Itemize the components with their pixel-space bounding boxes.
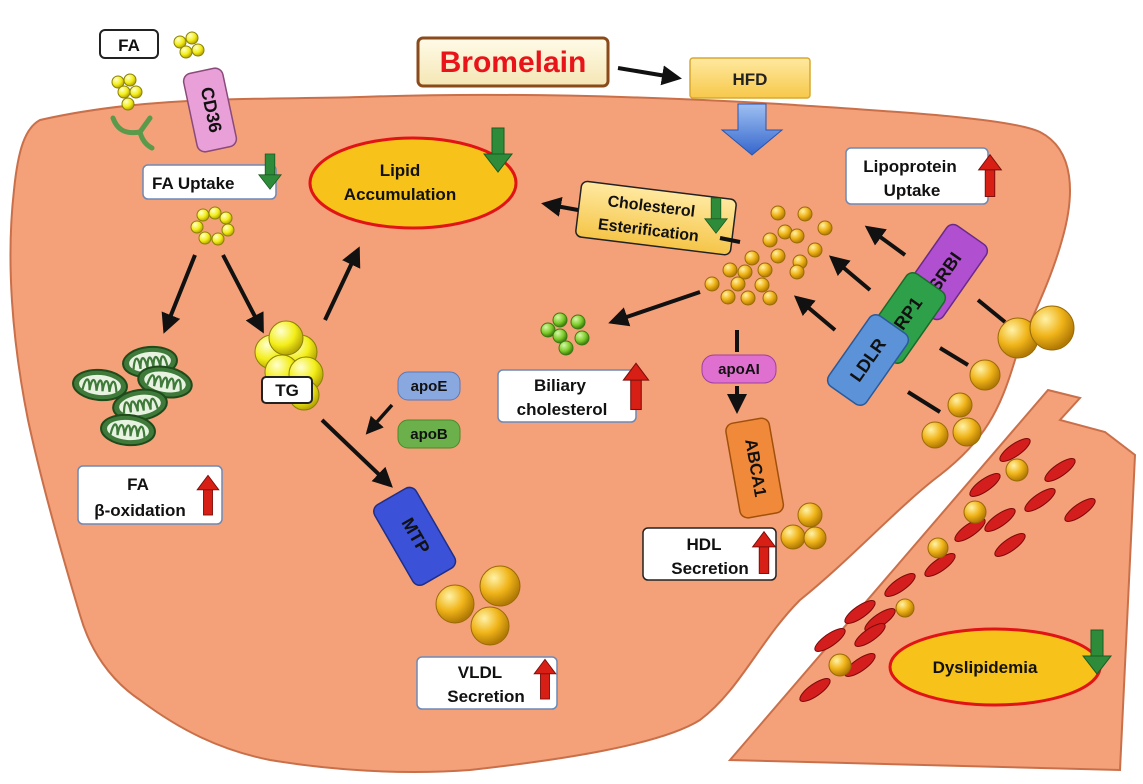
fa-uptake-label: FA Uptake — [152, 174, 235, 193]
fa-uptake-box: FA Uptake — [142, 153, 282, 200]
hdl-secretion-line1: HDL — [687, 535, 722, 554]
bromelain-box: Bromelain — [416, 36, 610, 88]
apob-label: apoB — [410, 426, 448, 443]
tg-label: TG — [275, 381, 299, 400]
lipoprotein-uptake-line1: Lipoprotein — [863, 157, 956, 176]
fa-receptor-icon — [110, 115, 155, 151]
blood-lipoproteins — [828, 458, 1029, 677]
biliary-line1: Biliary — [534, 376, 587, 395]
dyslipidemia-label: Dyslipidemia — [933, 658, 1038, 677]
hdl-secretion-line2: Secretion — [671, 559, 748, 578]
vldl-particles — [435, 565, 521, 646]
apoe-pill: apoE — [397, 371, 461, 401]
apoe-label: apoE — [411, 378, 448, 395]
mtp-transporter: MTP — [373, 486, 457, 587]
bromelain-label: Bromelain — [440, 46, 587, 79]
hfd-blue-arrow — [720, 103, 784, 156]
fatty-acid-particles — [111, 31, 205, 111]
apob-pill: apoB — [397, 419, 461, 449]
apoai-label: apoAI — [718, 361, 760, 378]
lipid-accumulation-line1: Lipid — [380, 161, 421, 180]
cd36-transporter: CD36 — [182, 67, 238, 153]
lipoprotein-uptake-line2: Uptake — [884, 181, 941, 200]
biliary-particles — [540, 312, 590, 356]
tg-box: TG — [261, 376, 313, 404]
hfd-label: HFD — [733, 70, 768, 89]
fa-oxidation-line2: β-oxidation — [94, 501, 186, 520]
biliary-cholesterol-box: Biliary cholesterol — [497, 362, 650, 423]
fa-cluster — [190, 206, 235, 246]
biliary-line2: cholesterol — [517, 400, 608, 419]
red-blood-cells — [799, 438, 1096, 702]
fa-oxidation-box: FA β-oxidation — [77, 465, 223, 525]
fa-label: FA — [118, 36, 140, 55]
hdl-particles — [780, 502, 827, 550]
lrp1-ligand-particles — [969, 359, 1001, 391]
lipid-accumulation-ellipse: Lipid Accumulation — [308, 127, 518, 230]
hdl-secretion-box: HDL Secretion — [642, 527, 777, 581]
abca1-transporter: ABCA1 — [725, 417, 785, 519]
ldlr-ligand-particles — [921, 392, 982, 449]
apoai-pill: apoAI — [701, 354, 777, 384]
lipid-accumulation-line2: Accumulation — [344, 185, 456, 204]
lipoprotein-uptake-box: Lipoprotein Uptake — [845, 147, 1002, 205]
vldl-secretion-line2: Secretion — [447, 687, 524, 706]
fa-box: FA — [99, 29, 159, 59]
tg-droplet — [254, 320, 324, 411]
cholesterol-particles — [704, 205, 833, 306]
dyslipidemia-ellipse: Dyslipidemia — [888, 627, 1112, 707]
vldl-secretion-box: VLDL Secretion — [416, 656, 558, 710]
vldl-secretion-line1: VLDL — [458, 663, 502, 682]
cholesterol-esterification-box: Cholesterol Esterification — [575, 180, 737, 256]
fa-oxidation-line1: FA — [127, 475, 149, 494]
hfd-box: HFD — [689, 57, 811, 99]
ldlr-receptor: LDLR — [826, 313, 910, 407]
srbi-ligand-particles — [997, 305, 1075, 359]
